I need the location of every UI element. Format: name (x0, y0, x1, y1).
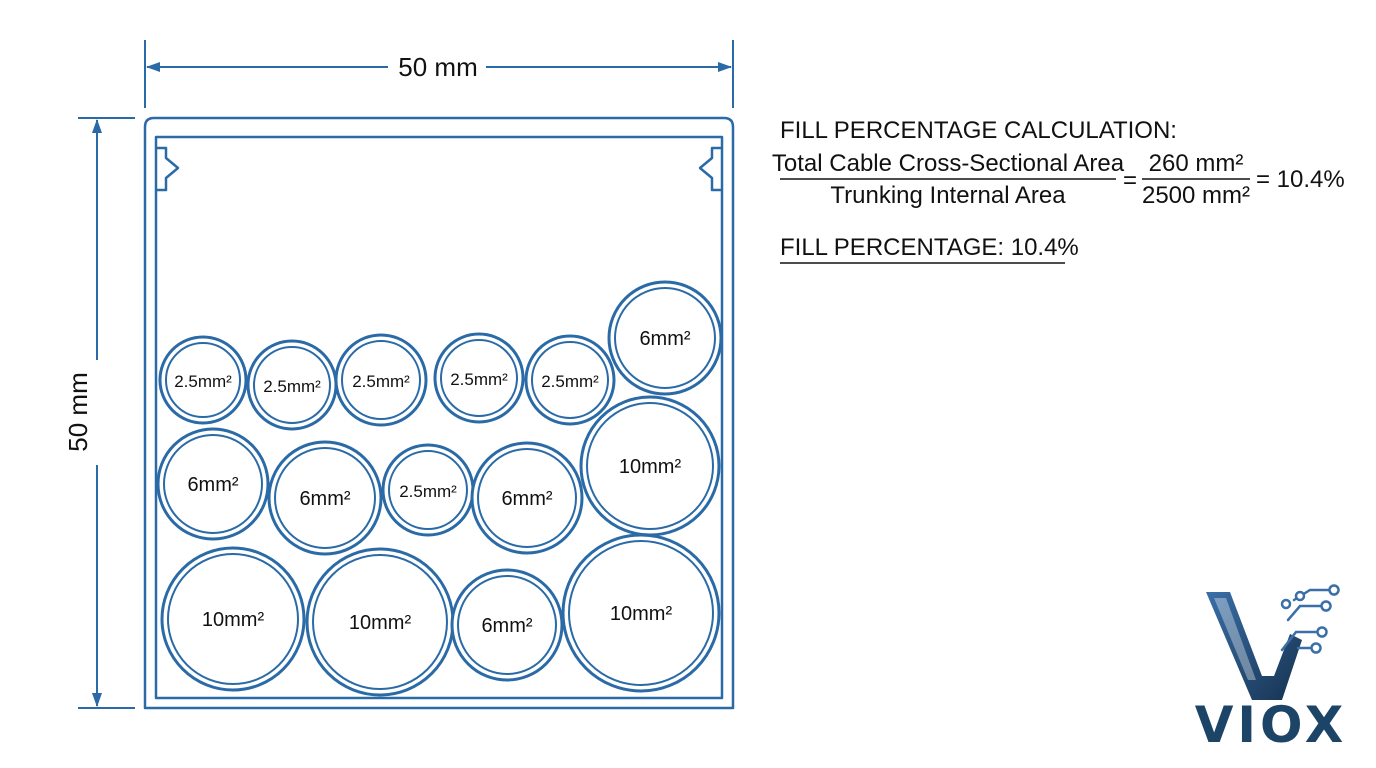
cable-9: 2.5mm² (381, 443, 475, 537)
cable-inner-ring (253, 346, 331, 424)
cable-inner-ring (614, 287, 716, 389)
cable-size-label: 6mm² (187, 474, 238, 496)
cable-inner-ring (531, 341, 609, 419)
cable-inner-ring (457, 575, 557, 675)
cable-inner-ring (341, 340, 421, 420)
calculation-block: FILL PERCENTAGE CALCULATION: Total Cable… (772, 117, 1345, 264)
circuit-nodes (1280, 584, 1340, 654)
height-dimension: 50 mm (63, 117, 135, 709)
cable-outer-sheath (158, 335, 248, 425)
cable-10: 6mm² (470, 441, 584, 555)
calculation-heading: FILL PERCENTAGE CALCULATION: (780, 117, 1177, 144)
cable-outer-sheath (524, 334, 616, 426)
cable-outer-sheath (267, 440, 383, 556)
fill-percentage-summary: FILL PERCENTAGE: 10.4% (780, 234, 1079, 261)
fraction-denominator-value: 2500 mm² (1142, 182, 1250, 209)
cable-7: 6mm² (156, 427, 270, 541)
cable-inner-ring (312, 554, 448, 690)
circuit-icon (1280, 588, 1332, 652)
logo-v-highlight (1214, 598, 1256, 680)
cable-12: 10mm² (160, 546, 306, 692)
fraction-numerator-value: 260 mm² (1149, 150, 1244, 177)
width-dimension: 50 mm (144, 40, 734, 108)
cable-size-label: 2.5mm² (352, 372, 410, 391)
cable-2: 2.5mm² (246, 339, 338, 431)
fill-result: = 10.4% (1256, 166, 1345, 193)
cable-outer-sheath (450, 568, 564, 682)
logo-v-mark (1206, 592, 1302, 700)
cable-3: 2.5mm² (334, 333, 428, 427)
viox-logo: VIOX (1195, 584, 1348, 754)
cable-outer-sheath (607, 280, 723, 396)
height-dimension-label: 50 mm (63, 372, 93, 451)
cable-size-label: 6mm² (481, 615, 532, 637)
equals-sign: = (1123, 167, 1137, 194)
cable-inner-ring (274, 447, 376, 549)
cable-size-label: 2.5mm² (174, 372, 232, 391)
cable-outer-sheath (334, 333, 428, 427)
cable-size-label: 10mm² (349, 612, 412, 634)
cable-inner-ring (163, 434, 263, 534)
cable-size-label: 2.5mm² (450, 370, 508, 389)
cable-15: 10mm² (561, 533, 721, 693)
cable-14: 6mm² (450, 568, 564, 682)
lid-clip-right (698, 146, 722, 192)
cable-inner-ring (568, 540, 714, 686)
cable-size-label: 10mm² (619, 456, 682, 478)
cable-outer-sheath (160, 546, 306, 692)
cable-outer-sheath (470, 441, 584, 555)
cable-inner-ring (477, 448, 577, 548)
cable-1: 2.5mm² (158, 335, 248, 425)
trunking-profile (143, 116, 735, 710)
cable-size-label: 6mm² (639, 328, 690, 350)
cable-outer-sheath (433, 332, 525, 424)
lid-clip-left (156, 146, 180, 192)
cable-inner-ring (388, 450, 468, 530)
cable-size-label: 2.5mm² (399, 482, 457, 501)
cables-group: 2.5mm² 2.5mm² 2.5mm² 2.5mm² 2.5mm² 6mm² 6mm² 6m… (156, 280, 723, 697)
cable-size-label: 6mm² (299, 488, 350, 510)
cable-inner-ring (167, 553, 299, 685)
cable-size-label: 2.5mm² (263, 377, 321, 396)
cable-size-label: 6mm² (501, 488, 552, 510)
cable-size-label: 10mm² (202, 609, 265, 631)
logo-wordmark: VIOX (1195, 696, 1348, 754)
cable-4: 2.5mm² (433, 332, 525, 424)
cable-5: 2.5mm² (524, 334, 616, 426)
width-dimension-label: 50 mm (398, 52, 477, 82)
cable-inner-ring (165, 342, 241, 418)
trunking-inner-wall (154, 135, 724, 700)
cable-11: 10mm² (579, 395, 721, 537)
fraction-denominator-label: Trunking Internal Area (830, 182, 1066, 209)
cable-6: 6mm² (607, 280, 723, 396)
trunking-outer-wall (143, 116, 735, 710)
cable-8: 6mm² (267, 440, 383, 556)
cable-size-label: 10mm² (610, 603, 673, 625)
cable-inner-ring (440, 339, 518, 417)
cable-13: 10mm² (305, 547, 455, 697)
cable-size-label: 2.5mm² (541, 372, 599, 391)
cable-outer-sheath (561, 533, 721, 693)
cable-inner-ring (586, 402, 714, 530)
cable-outer-sheath (156, 427, 270, 541)
fraction-numerator-label: Total Cable Cross-Sectional Area (772, 150, 1125, 177)
